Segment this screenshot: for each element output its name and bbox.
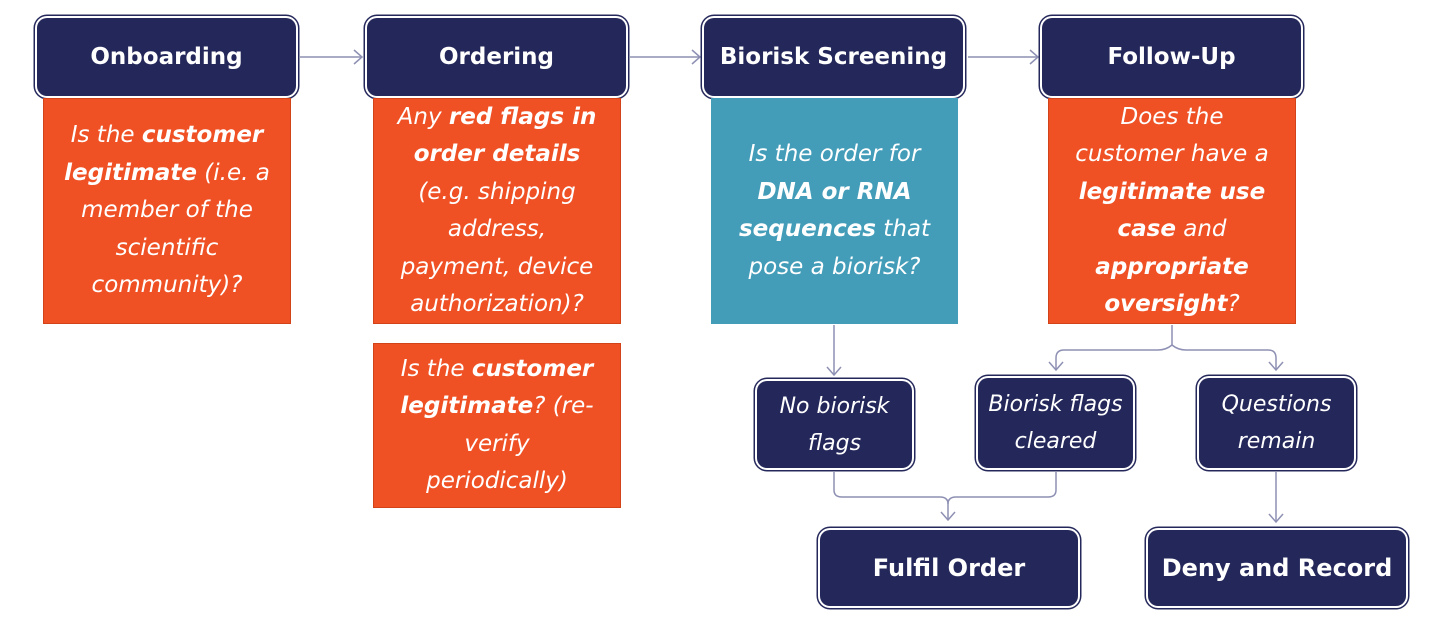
result-fulfil-order: Fulfil Order — [820, 530, 1078, 606]
branch-followup-left — [1055, 344, 1173, 370]
merge-noflags-fulfil — [833, 472, 949, 520]
arrowhead-screening-followup — [1029, 49, 1040, 65]
arrowhead-deny — [1268, 513, 1284, 524]
arrowhead-onboarding-ordering — [353, 49, 364, 65]
arrowhead-screening-noflags — [826, 366, 842, 377]
stage-ordering: Ordering — [367, 18, 626, 96]
stage-biorisk-screening: Biorisk Screening — [704, 18, 963, 96]
stage-followup-label: Follow-Up — [1107, 44, 1236, 70]
question-followup-text: Does the customer have a legitimate use … — [1075, 103, 1269, 318]
stage-ordering-label: Ordering — [438, 44, 555, 70]
arrowhead-flags-cleared — [1048, 361, 1064, 372]
connector-lines — [300, 49, 1284, 524]
question-ordering-reverify: Is the customer legitimate? (re-verify p… — [373, 343, 621, 508]
outcome-no-biorisk-flags: No biorisk flags — [757, 381, 912, 468]
question-screening-text: Is the order for DNA or RNA sequences th… — [738, 141, 931, 280]
outcome-questions-remain: Questions remain — [1199, 378, 1354, 468]
question-onboarding: Is the customer legitimate (i.e. a membe… — [43, 98, 291, 324]
stage-onboarding-label: Onboarding — [90, 44, 243, 70]
outcome-biorisk-flags-cleared: Biorisk flags cleared — [978, 378, 1133, 468]
question-follow-up: Does the customer have a legitimate use … — [1048, 98, 1296, 324]
branch-followup-right — [1171, 344, 1277, 370]
outcome-no-flags-label: No biorisk flags — [779, 393, 890, 456]
question-ordering-reverify-text: Is the customer legitimate? (re-verify p… — [400, 355, 594, 495]
result-deny-and-record: Deny and Record — [1148, 530, 1406, 606]
arrowhead-fulfil — [940, 511, 956, 522]
merge-cleared-fulfil — [947, 472, 1057, 505]
arrowhead-questions-remain — [1268, 361, 1284, 372]
result-fulfil-label: Fulfil Order — [872, 554, 1026, 582]
outcome-questions-remain-label: Questions remain — [1221, 392, 1332, 454]
stage-screening-label: Biorisk Screening — [719, 44, 948, 70]
question-ordering-flags-text: Any red flags in order details (e.g. shi… — [397, 103, 597, 318]
result-deny-label: Deny and Record — [1161, 554, 1393, 582]
question-onboarding-text: Is the customer legitimate (i.e. a membe… — [64, 122, 270, 299]
stage-onboarding: Onboarding — [37, 18, 296, 96]
stage-follow-up: Follow-Up — [1042, 18, 1301, 96]
outcome-flags-cleared-label: Biorisk flags cleared — [988, 392, 1123, 454]
question-ordering-red-flags: Any red flags in order details (e.g. shi… — [373, 98, 621, 324]
question-biorisk-screening: Is the order for DNA or RNA sequences th… — [711, 98, 958, 324]
arrowhead-ordering-screening — [691, 49, 702, 65]
